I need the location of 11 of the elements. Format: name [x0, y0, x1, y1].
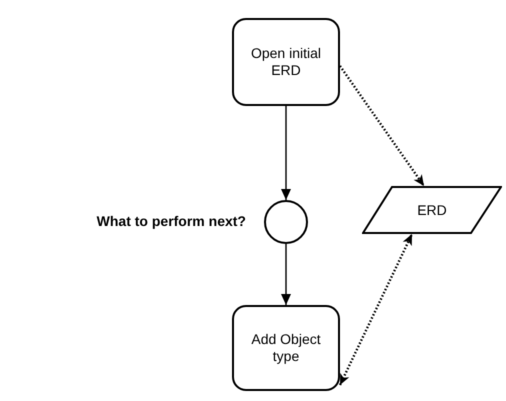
- node-label: Open initial ERD: [250, 45, 322, 79]
- dotted-arrow: [338, 233, 414, 386]
- node-label: ERD: [416, 202, 448, 218]
- data-parallelogram: [362, 186, 502, 234]
- process-box: [232, 18, 340, 106]
- annotation: What to perform next?: [96, 213, 246, 230]
- arrow: [281, 244, 291, 305]
- process-box: [232, 305, 340, 391]
- dotted-arrow: [339, 65, 425, 187]
- arrow: [281, 106, 291, 200]
- node-label: Add Object type: [250, 331, 322, 365]
